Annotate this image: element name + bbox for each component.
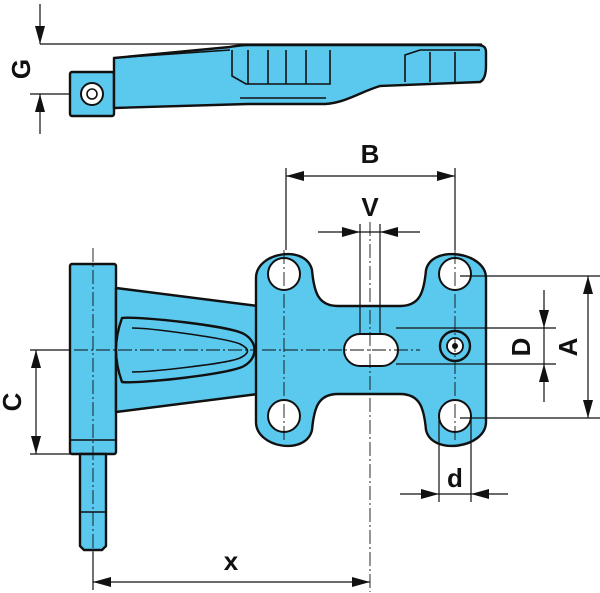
plan-view <box>30 222 488 592</box>
label-d-upper: D <box>506 338 536 357</box>
side-view-rib-pocket <box>231 50 331 85</box>
dimensions: B V D A d C <box>0 139 600 590</box>
side-view-arm <box>112 43 488 110</box>
side-view-bolt-hole <box>80 82 104 106</box>
adjustment-slot <box>343 333 399 367</box>
label-g: G <box>6 59 36 79</box>
label-b: B <box>361 139 380 169</box>
label-a: A <box>553 337 583 356</box>
label-v: V <box>361 192 379 222</box>
side-view: G <box>6 4 488 134</box>
label-c: C <box>0 392 27 411</box>
side-view-bolt-hole-inner <box>86 88 98 100</box>
label-x: x <box>224 546 239 576</box>
label-d-lower: d <box>447 463 463 493</box>
